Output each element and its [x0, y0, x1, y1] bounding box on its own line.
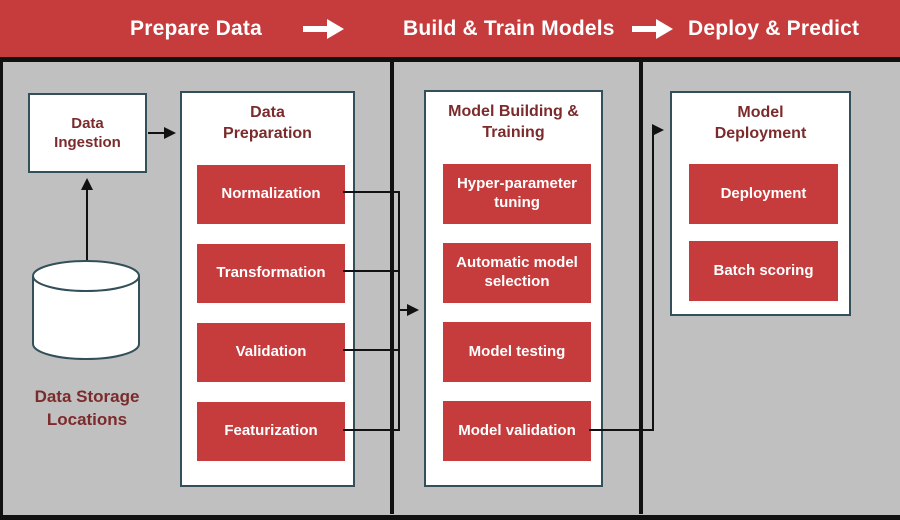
- step-featurization: Featurization: [197, 402, 345, 461]
- panel-divider: [639, 62, 643, 514]
- step-automatic-model-selection: Automatic model selection: [443, 243, 591, 303]
- model-building-title: Model Building & Training: [448, 103, 579, 141]
- step-normalization: Normalization: [197, 165, 345, 224]
- step-model-validation: Model validation: [443, 401, 591, 461]
- step-deployment: Deployment: [689, 164, 838, 224]
- data-ingestion-box: Data Ingestion: [28, 93, 147, 173]
- model-building-box: Model Building & Training Hyper-paramete…: [424, 90, 603, 487]
- banner-flow-arrow-icon: [632, 19, 673, 39]
- phase-banner: Prepare Data Build & Train Models Deploy…: [0, 0, 900, 57]
- data-storage-label: Data Storage Locations: [34, 387, 140, 429]
- step-transformation: Transformation: [197, 244, 345, 303]
- step-model-testing: Model testing: [443, 322, 591, 382]
- model-deployment-box: Model Deployment Deployment Batch scorin…: [670, 91, 851, 316]
- step-validation: Validation: [197, 323, 345, 382]
- phase-label-build-train: Build & Train Models: [403, 16, 615, 40]
- data-ingestion-title: Data Ingestion: [54, 114, 121, 152]
- data-preparation-title: Data Preparation: [223, 104, 312, 142]
- banner-flow-arrow-icon: [303, 19, 344, 39]
- step-batch-scoring: Batch scoring: [689, 241, 838, 301]
- phase-label-prepare-data: Prepare Data: [130, 16, 262, 40]
- panel-divider: [390, 62, 394, 514]
- phase-label-deploy-predict: Deploy & Predict: [688, 16, 860, 40]
- step-hyperparameter-tuning: Hyper-parameter tuning: [443, 164, 591, 224]
- data-preparation-box: Data Preparation Normalization Transform…: [180, 91, 355, 487]
- model-deployment-title: Model Deployment: [714, 104, 807, 142]
